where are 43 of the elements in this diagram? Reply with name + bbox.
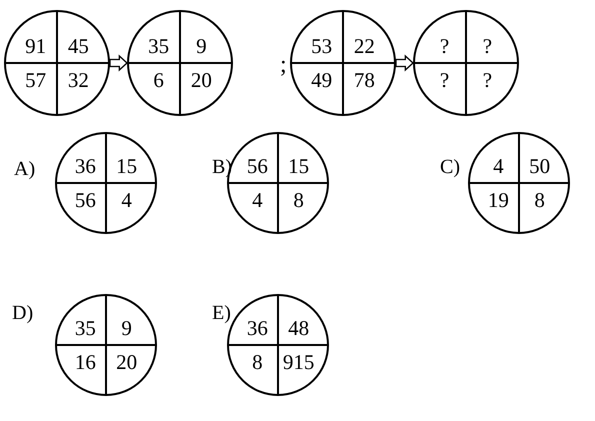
- number: 91: [24, 34, 48, 58]
- number: 32: [66, 68, 90, 92]
- number: 9: [195, 34, 208, 58]
- number: 45: [66, 34, 90, 58]
- number: 15: [287, 154, 310, 178]
- option-letter: A): [14, 158, 36, 180]
- number: ?: [438, 34, 450, 58]
- number: 56: [74, 188, 97, 212]
- option-letter: C): [440, 156, 460, 178]
- number: 4: [492, 154, 505, 178]
- number: 19: [486, 188, 510, 212]
- number: 9: [120, 316, 133, 340]
- number: 15: [115, 154, 138, 178]
- number: 48: [287, 316, 310, 340]
- number: 57: [24, 68, 48, 92]
- separator-mark: ;: [280, 54, 287, 76]
- hollow-arrow: [109, 54, 128, 72]
- number: 36: [246, 316, 269, 340]
- hollow-arrow: [395, 54, 414, 72]
- number: 8: [292, 188, 305, 212]
- number: 20: [190, 68, 213, 92]
- number: 6: [152, 68, 165, 92]
- number: 50: [528, 154, 552, 178]
- number: 915: [282, 350, 316, 374]
- number: 53: [310, 34, 334, 58]
- number: 35: [74, 316, 97, 340]
- number: 8: [533, 188, 546, 212]
- option-letter: E): [212, 302, 231, 324]
- number: 8: [251, 350, 264, 374]
- number: ?: [438, 68, 450, 92]
- option-letter: D): [12, 302, 34, 324]
- number: 49: [310, 68, 334, 92]
- number: 4: [120, 188, 133, 212]
- number: 35: [147, 34, 170, 58]
- number: 16: [74, 350, 97, 374]
- number: ?: [482, 68, 494, 92]
- number: 4: [251, 188, 264, 212]
- number: ?: [482, 34, 494, 58]
- number: 36: [74, 154, 97, 178]
- number: 56: [246, 154, 269, 178]
- number: 20: [115, 350, 138, 374]
- number: 78: [352, 68, 376, 92]
- number: 22: [352, 34, 376, 58]
